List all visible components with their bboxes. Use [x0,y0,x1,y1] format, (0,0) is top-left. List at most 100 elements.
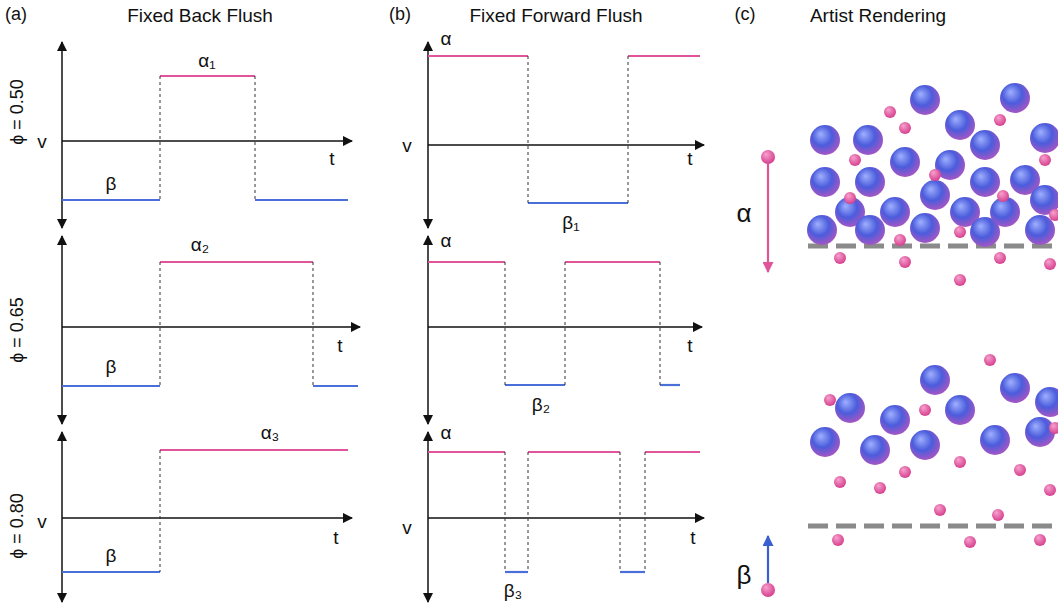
foulant-particle [853,125,883,155]
transition-dash [645,452,646,572]
solute-particle [832,534,844,546]
transition-dash [565,262,566,385]
solute-particle [954,226,966,238]
segment-label: β [106,357,117,376]
foulant-particle [810,427,840,457]
foulant-particle [1035,387,1058,417]
flow-label: β [737,562,752,588]
solute-particle [849,154,861,166]
time-axis [62,517,352,519]
solute-particle [1044,258,1056,270]
foulant-particle [970,130,1000,160]
membrane [808,524,1058,529]
segment-label: α₃ [261,423,280,442]
segment-label: α₂ [191,235,209,254]
foulant-particle [980,425,1010,455]
solute-particle [834,252,846,264]
permeate-flow-segment [160,261,313,263]
axis-label: v [402,136,412,155]
solute-particle [954,274,966,286]
axis-label: t [333,528,338,547]
solute-particle [1039,154,1051,166]
back-flush-arrow [767,536,769,583]
solute-particle [894,234,906,246]
solute-particle [934,504,946,516]
transition-dash [620,452,621,572]
foulant-particle [880,405,910,435]
solute-particle [992,509,1004,521]
foulant-particle [1030,123,1058,153]
foulant-particle [945,395,975,425]
solute-particle [1049,209,1058,221]
segment-label: β₃ [504,581,523,600]
solute-particle [899,466,911,478]
row-label: ϕ = 0.65 [8,297,26,363]
solute-particle [994,114,1006,126]
segment-label: α [441,29,452,48]
back-flush-segment [505,384,565,386]
permeate-flow-segment [628,55,700,57]
foulant-particle [945,110,975,140]
solute-particle [884,106,896,118]
time-axis [428,144,704,146]
time-axis [62,326,360,328]
back-flush-segment [505,571,528,573]
solute-particle [984,354,996,366]
foulant-particle [880,197,910,227]
velocity-axis [427,432,429,602]
foulant-particle [855,215,885,245]
solute-particle [997,190,1009,202]
transition-dash [505,452,506,572]
foulant-particle [807,215,837,245]
solute-particle [1049,422,1058,434]
axis-label: t [329,149,334,168]
solute-particle [994,252,1006,264]
back-flush-segment [313,385,358,387]
panel-letter: (a) [5,5,27,23]
panel-title: Fixed Back Flush [127,6,273,25]
foulant-particle [920,365,950,395]
axis-label: v [37,512,47,531]
axis-label: t [337,336,342,355]
solute-particle [1044,484,1056,496]
transition-dash [160,450,161,572]
panel-title: Fixed Forward Flush [469,6,642,25]
foulant-particle [970,167,1000,197]
permeate-flow-segment [645,451,700,453]
permeate-flow-segment [528,451,620,453]
axis-label: v [37,132,47,151]
foulant-particle [910,430,940,460]
time-axis [62,140,352,142]
solute-particle [761,150,775,164]
back-flush-segment [255,199,348,201]
solute-particle [1014,464,1026,476]
transition-dash [160,262,161,386]
transition-dash [255,76,256,200]
foulant-particle [920,180,950,210]
segment-label: α [441,231,452,250]
permeate-flow-segment [160,449,348,451]
velocity-axis [427,236,429,424]
foulant-particle [1025,215,1055,245]
transition-dash [528,452,529,572]
back-flush-segment [660,384,680,386]
foulant-particle [835,393,865,423]
solute-particle [929,169,941,181]
solute-particle [899,256,911,268]
segment-label: β₂ [532,395,550,414]
transition-dash [660,262,661,385]
permeate-flow-segment [428,451,505,453]
foulant-particle [910,85,940,115]
transition-dash [528,56,529,203]
permeate-flow-segment [428,55,528,57]
flow-label: α [736,200,751,226]
solute-particle [834,476,846,488]
axis-label: t [690,528,695,547]
axis-label: t [687,336,692,355]
time-axis [428,326,702,328]
segment-label: α₁ [198,51,215,70]
velocity-axis [61,432,63,602]
solute-particle [761,583,775,597]
back-flush-segment [62,385,160,387]
